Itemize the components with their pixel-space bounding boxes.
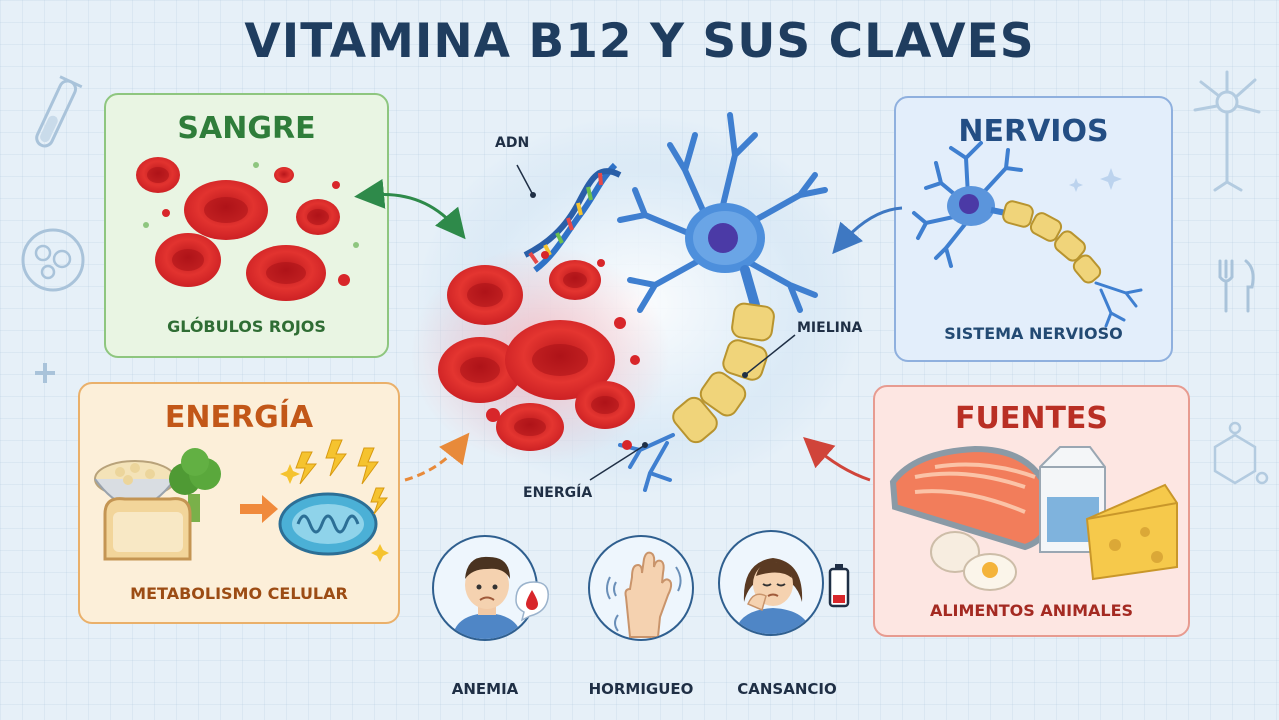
anemia-face-icon bbox=[452, 556, 522, 639]
fuentes-caption: ALIMENTOS ANIMALES bbox=[929, 601, 1134, 620]
salmon-icon bbox=[889, 445, 1054, 551]
sangre-panel: SANGRE GLÓBU bbox=[104, 93, 389, 358]
fork-knife-icon bbox=[1208, 255, 1263, 315]
broccoli-icon bbox=[169, 448, 221, 522]
energia-caption: METABOLISMO CELULAR bbox=[130, 584, 348, 603]
test-tube-icon bbox=[24, 68, 84, 168]
tired-face-icon bbox=[734, 558, 812, 634]
bread-icon bbox=[103, 497, 192, 561]
red-blood-cell-icon bbox=[438, 251, 640, 451]
blood-drop-icon bbox=[512, 578, 552, 622]
neuron-icon bbox=[617, 112, 828, 492]
nervios-title: NERVIOS bbox=[958, 114, 1109, 149]
symptom-cansancio-label: CANSANCIO bbox=[737, 680, 837, 698]
tingling-hand-icon bbox=[606, 551, 682, 638]
page-title: VITAMINA B12 Y SUS CLAVES bbox=[244, 14, 1035, 69]
symptom-hormigueo-label: HORMIGUEO bbox=[588, 680, 694, 698]
central-illustration: ADN MIELINA ENERGÍA bbox=[405, 95, 875, 515]
neuron-icon bbox=[912, 141, 1143, 328]
sangre-caption: GLÓBULOS ROJOS bbox=[167, 317, 326, 336]
myelin-label: MIELINA bbox=[797, 320, 863, 336]
nervios-panel: NERVIOS SISTEMA NERVIOSO bbox=[894, 96, 1173, 362]
nervios-caption: SISTEMA NERVIOSO bbox=[944, 324, 1123, 343]
energia-panel: ENERGÍA bbox=[78, 382, 400, 624]
cheese-icon bbox=[1085, 483, 1178, 581]
symptom-anemia-label: ANEMIA bbox=[451, 680, 519, 698]
dna-label: ADN bbox=[495, 135, 530, 151]
energia-title: ENERGÍA bbox=[164, 400, 314, 435]
energy-label: ENERGÍA bbox=[523, 485, 593, 501]
cells-dish-icon bbox=[18, 225, 88, 295]
sangre-title: SANGRE bbox=[177, 111, 316, 146]
symptom-hormigueo-circle bbox=[588, 535, 694, 641]
neuron-outline-icon bbox=[1185, 62, 1265, 192]
fuentes-title: FUENTES bbox=[954, 401, 1109, 436]
mitochondria-icon bbox=[278, 492, 378, 556]
myelin-sheath bbox=[672, 302, 775, 444]
low-battery-icon bbox=[828, 562, 850, 608]
fuentes-panel: FUENTES ALIMENTOS ANIMALES bbox=[873, 385, 1190, 637]
molecule-icon bbox=[1200, 420, 1270, 500]
red-blood-cell-icon bbox=[136, 157, 359, 301]
arrow-icon bbox=[240, 495, 278, 523]
symptom-cansancio-circle bbox=[718, 530, 824, 636]
lightning-icon bbox=[295, 439, 389, 515]
egg-icon bbox=[930, 531, 1017, 591]
plus-icon bbox=[32, 360, 58, 386]
dna-icon bbox=[523, 162, 622, 273]
